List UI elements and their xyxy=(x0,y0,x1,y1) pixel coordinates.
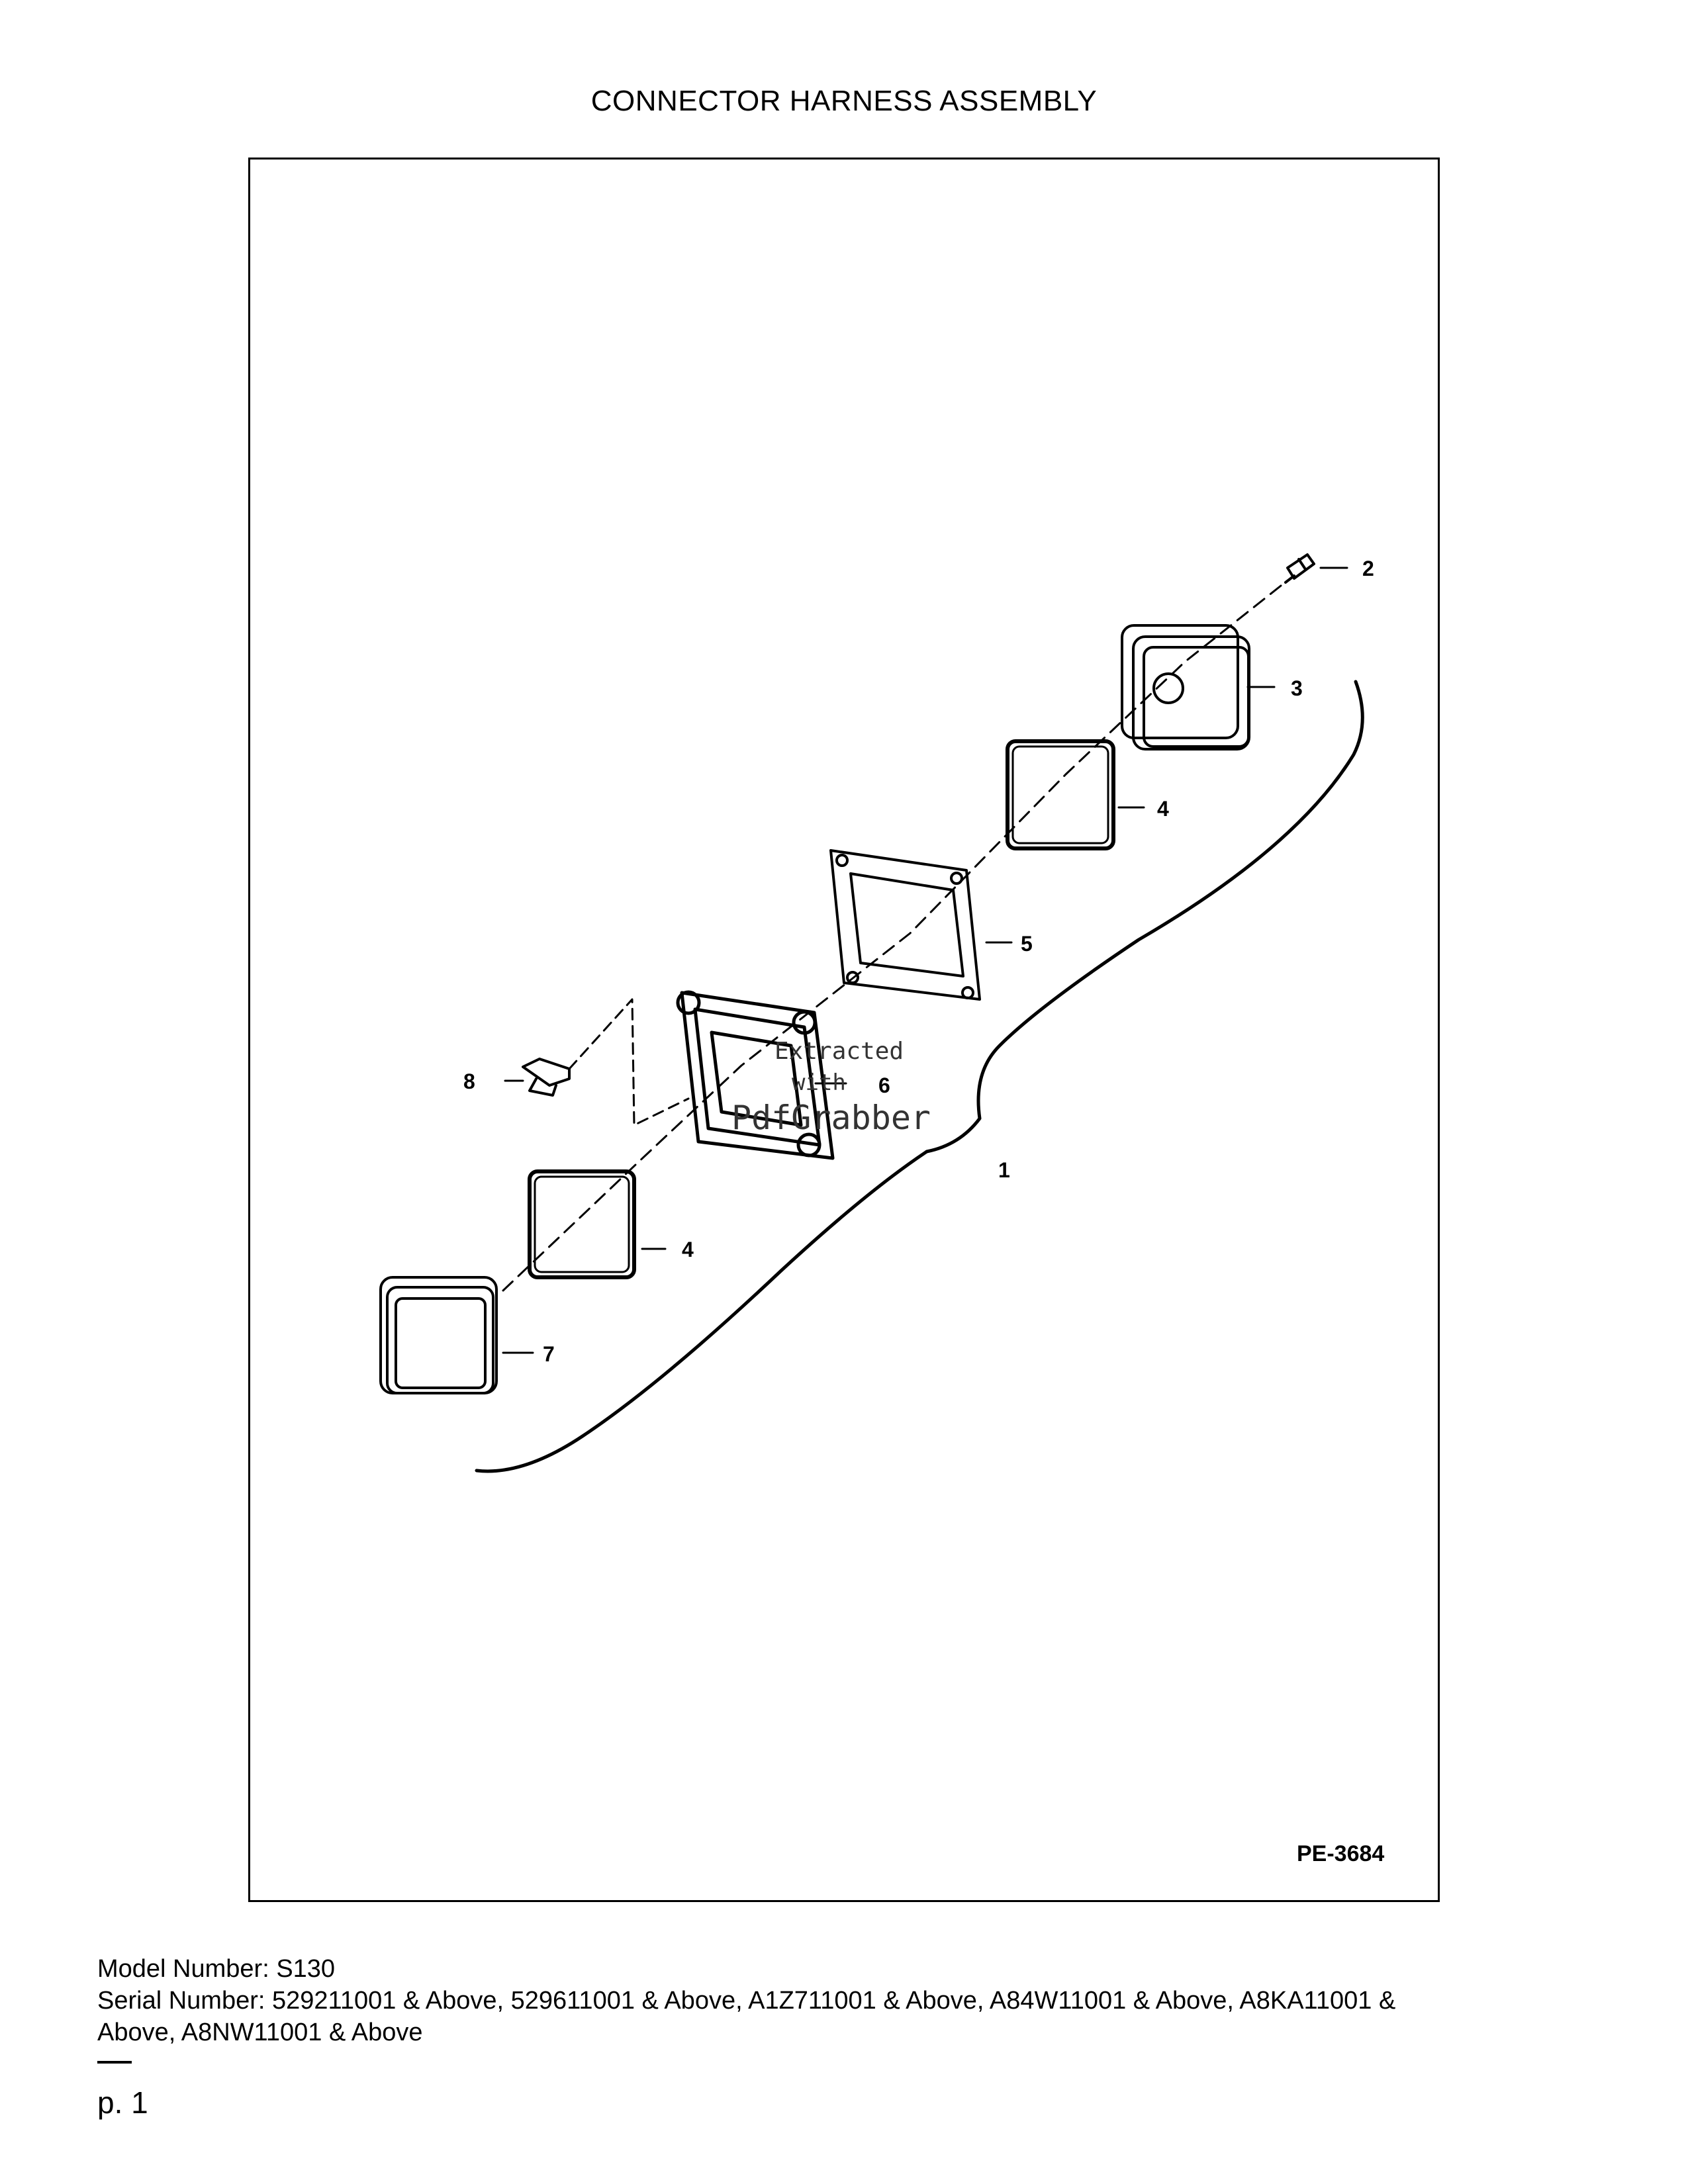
seal-ring-upper xyxy=(1006,739,1115,850)
gasket-plate xyxy=(829,849,981,1001)
page-title: CONNECTOR HARNESS ASSEMBLY xyxy=(590,85,1098,117)
callout-4-upper: 4 xyxy=(1157,797,1169,821)
watermark-line-3: PdfGrabber xyxy=(731,1099,931,1137)
callout-6: 6 xyxy=(878,1073,890,1097)
figure-code: PE-3684 xyxy=(1297,1841,1385,1866)
connector-housing-top xyxy=(1121,624,1250,751)
callout-5: 5 xyxy=(1021,932,1033,956)
diagram-frame xyxy=(248,158,1440,1902)
connector-pin xyxy=(1284,553,1315,584)
callout-8: 8 xyxy=(463,1069,475,1093)
seal-ring-lower xyxy=(528,1169,636,1279)
watermark-line-1: Extracted xyxy=(774,1038,904,1065)
connector-housing-bottom xyxy=(379,1276,498,1394)
clip-leader-line xyxy=(568,998,690,1126)
callout-leaders xyxy=(502,567,1348,1354)
retaining-clip xyxy=(522,1058,571,1097)
callout-1: 1 xyxy=(998,1158,1010,1182)
serial-number-line-2: Above, A8NW11001 & Above xyxy=(97,2019,423,2046)
assembly-centerline xyxy=(502,584,1282,1292)
harness-outline xyxy=(475,680,1364,1473)
page-number: p. 1 xyxy=(97,2085,148,2120)
callout-4-lower: 4 xyxy=(682,1238,694,1261)
serial-number-line-1: Serial Number: 529211001 & Above, 529611… xyxy=(97,1987,1396,2015)
footer-rule xyxy=(97,2061,132,2064)
watermark-line-2: with xyxy=(792,1069,846,1096)
callout-3: 3 xyxy=(1291,676,1303,700)
mounting-frame xyxy=(676,990,835,1160)
callout-2: 2 xyxy=(1362,557,1374,580)
callout-7: 7 xyxy=(543,1342,555,1366)
model-number: Model Number: S130 xyxy=(97,1955,336,1983)
